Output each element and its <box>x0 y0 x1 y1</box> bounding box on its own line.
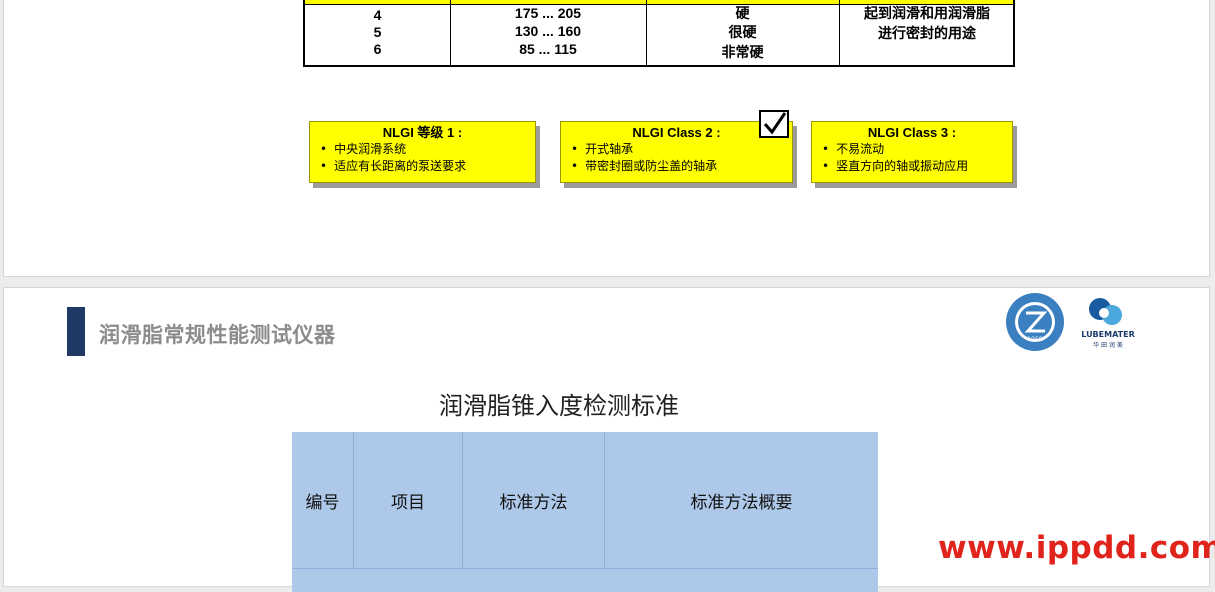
column-header-number: 编号 <box>292 432 354 568</box>
application-cell: 进行密封的用途 <box>878 26 976 42</box>
logo-wordmark: LUBEMATER <box>1081 330 1134 339</box>
list-item: 中央润滑系统 <box>320 141 535 158</box>
slide-heading: 润滑脂常规性能测试仪器 <box>99 323 336 347</box>
nlgi-class-3-title: NLGI Class 3 : <box>867 125 957 140</box>
consistency-cell: 很硬 <box>728 25 757 41</box>
table-title: 润滑脂锥入度检测标准 <box>439 392 679 420</box>
column-header-summary: 标准方法概要 <box>690 492 793 513</box>
column-header-method: 标准方法 <box>463 432 605 568</box>
list-item: 竖直方向的轴或振动应用 <box>822 158 1012 175</box>
list-item: 带密封圈或防尘盖的轴承 <box>571 158 792 175</box>
penetration-cell: 175 ... 205 <box>514 5 582 21</box>
nlgi-class-1-title: NLGI 等级 1 : <box>382 125 463 140</box>
slide-nlgi-grades: 4 5 6 175 ... 205 130 ... 160 85 ... 115… <box>3 0 1210 277</box>
logo-year: 1958 <box>1027 336 1042 343</box>
lubemater-logo-icon: LUBEMATER 华 田 润 美 <box>1074 293 1142 351</box>
consistency-cell: 非常硬 <box>721 45 764 61</box>
logo-subtext: 华 田 润 美 <box>1093 341 1123 349</box>
grade-cell: 6 <box>373 41 382 57</box>
nlgi-class-3-box: NLGI Class 3 : 不易流动 竖直方向的轴或振动应用 <box>811 121 1013 183</box>
watermark-text: www.ippdd.com <box>938 530 1215 566</box>
application-cell: 起到润滑和用润滑脂 <box>864 6 990 22</box>
grade-cell: 4 <box>373 7 382 23</box>
checkmark-icon <box>759 110 789 138</box>
list-item: 适应有长距离的泵送要求 <box>320 158 535 175</box>
penetration-cell: 130 ... 160 <box>514 23 582 39</box>
nlgi-class-1-box: NLGI 等级 1 : 中央润滑系统 适应有长距离的泵送要求 <box>309 121 536 183</box>
table-header-strip <box>305 0 1013 5</box>
consistency-cell: 硬 <box>735 6 750 22</box>
nlgi-class-2-title: NLGI Class 2 : <box>632 125 721 140</box>
penetration-standard-table: 编号 项目 标准方法 标准方法概要 <box>292 432 878 592</box>
list-item: 不易流动 <box>822 141 1012 158</box>
title-accent-bar <box>67 307 85 356</box>
grade-cell: 5 <box>373 24 382 40</box>
university-logo-icon: 1958 <box>1004 291 1066 353</box>
list-item: 开式轴承 <box>571 141 792 158</box>
nlgi-grade-table: 4 5 6 175 ... 205 130 ... 160 85 ... 115… <box>303 0 1015 67</box>
penetration-cell: 85 ... 115 <box>519 41 577 57</box>
table-row-divider <box>292 568 878 569</box>
column-header-item: 项目 <box>354 432 463 568</box>
nlgi-class-2-box: NLGI Class 2 : 开式轴承 带密封圈或防尘盖的轴承 <box>560 121 793 183</box>
